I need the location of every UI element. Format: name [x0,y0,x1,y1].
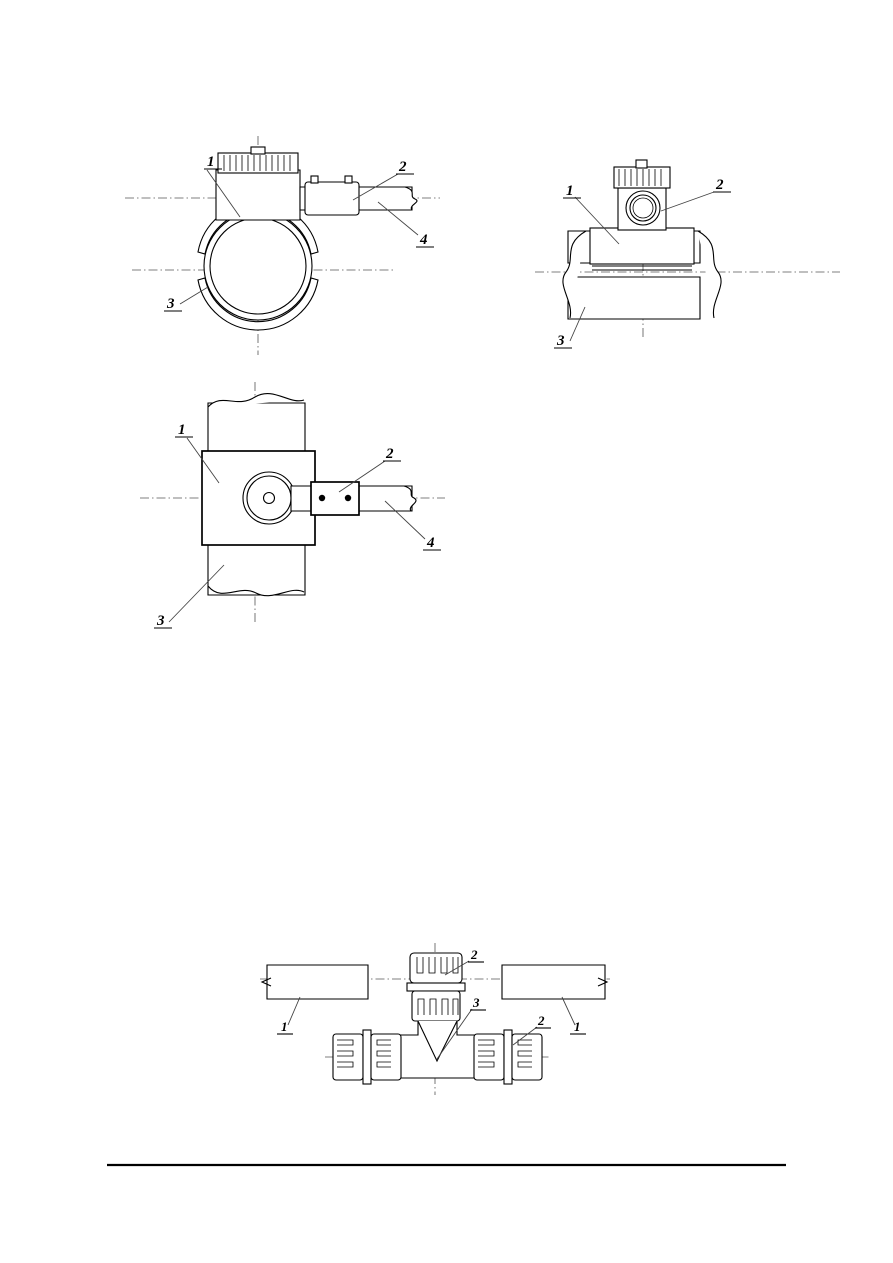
callout-4: 4 [416,232,434,248]
callout-2: 2 [396,159,414,175]
svg-text:2: 2 [470,947,478,962]
svg-text:2: 2 [537,1013,545,1028]
coupling-top [406,952,466,1022]
circular-boss [242,471,296,525]
connector-block [304,175,360,216]
pipe-break-top [207,392,305,408]
pipe-break-left [562,230,587,319]
callout-1: 1 [175,422,193,438]
svg-text:2: 2 [715,177,724,193]
clamp-ring-outer-circle [203,211,313,321]
callout-3: 3 [164,296,182,312]
callout-leaders [287,960,576,1060]
figure-tapping-saddle-elevation-view: 1 2 3 [535,155,860,365]
callout-3: 3 [554,333,572,349]
callout-1-left: 1 [277,1019,293,1035]
callout-1-right: 1 [570,1019,586,1035]
svg-text:1: 1 [574,1019,581,1034]
callout-2-top: 2 [468,947,484,963]
tee-nose-taper [417,1020,458,1063]
pipe-right [501,964,609,1000]
svg-text:1: 1 [566,183,574,199]
svg-text:3: 3 [166,296,175,312]
boss-center-hole [262,491,276,505]
callout-2: 2 [383,446,401,462]
svg-text:2: 2 [385,446,394,462]
coupling-left [332,1029,402,1085]
saddle-body [215,169,301,221]
svg-text:1: 1 [207,154,215,170]
pipe-left [260,964,369,1000]
svg-text:4: 4 [419,232,428,248]
callout-3: 3 [154,613,172,629]
callout-2-right: 2 [535,1013,551,1029]
svg-text:1: 1 [281,1019,288,1034]
pipe-break-right [697,230,722,319]
callout-leaders [168,437,426,623]
knurl-teeth [618,169,662,186]
circular-port [625,190,661,226]
clamp-ring [197,201,319,331]
coupling-right-grip-slots [478,1039,532,1068]
callout-4: 4 [423,535,441,551]
callout-1: 1 [563,183,581,199]
connector-bolt-right [344,494,352,502]
pipe-break-bottom [207,585,305,597]
pipe-break-line [403,485,417,512]
pipe-break-line [404,186,418,211]
svg-text:4: 4 [426,535,435,551]
connector-bolt-left [318,494,326,502]
coupling-right [473,1029,543,1085]
knurl-teeth [223,155,291,171]
knurled-knob [613,159,671,189]
callout-2: 2 [713,177,731,193]
footer-rule [0,1155,893,1175]
callout-1: 1 [204,154,222,170]
coupling-top-grip-slots [416,957,459,1015]
callout-leaders [569,191,715,342]
figure-tee-coupling-assembly: 1 1 2 2 3 [255,935,615,1105]
svg-text:3: 3 [472,995,480,1010]
pipe-left-break-mark [260,977,272,987]
connector-tab-right [344,175,353,184]
callout-leaders [179,169,419,305]
svg-text:3: 3 [156,613,165,629]
pipe-right-break-mark [597,977,609,987]
connector-block [310,481,360,516]
callout-3-tee: 3 [470,995,486,1011]
tee-body [374,1020,501,1079]
svg-text:1: 1 [178,422,186,438]
knurled-knob [217,146,299,174]
svg-text:2: 2 [398,159,407,175]
figure-tapping-saddle-plan-view: 1 2 3 4 [125,136,450,360]
figure-tapping-saddle-side-view: 1 2 3 4 [140,382,475,645]
connector-tab-left [310,175,319,184]
svg-text:3: 3 [556,333,565,349]
coupling-left-grip-slots [337,1039,391,1068]
